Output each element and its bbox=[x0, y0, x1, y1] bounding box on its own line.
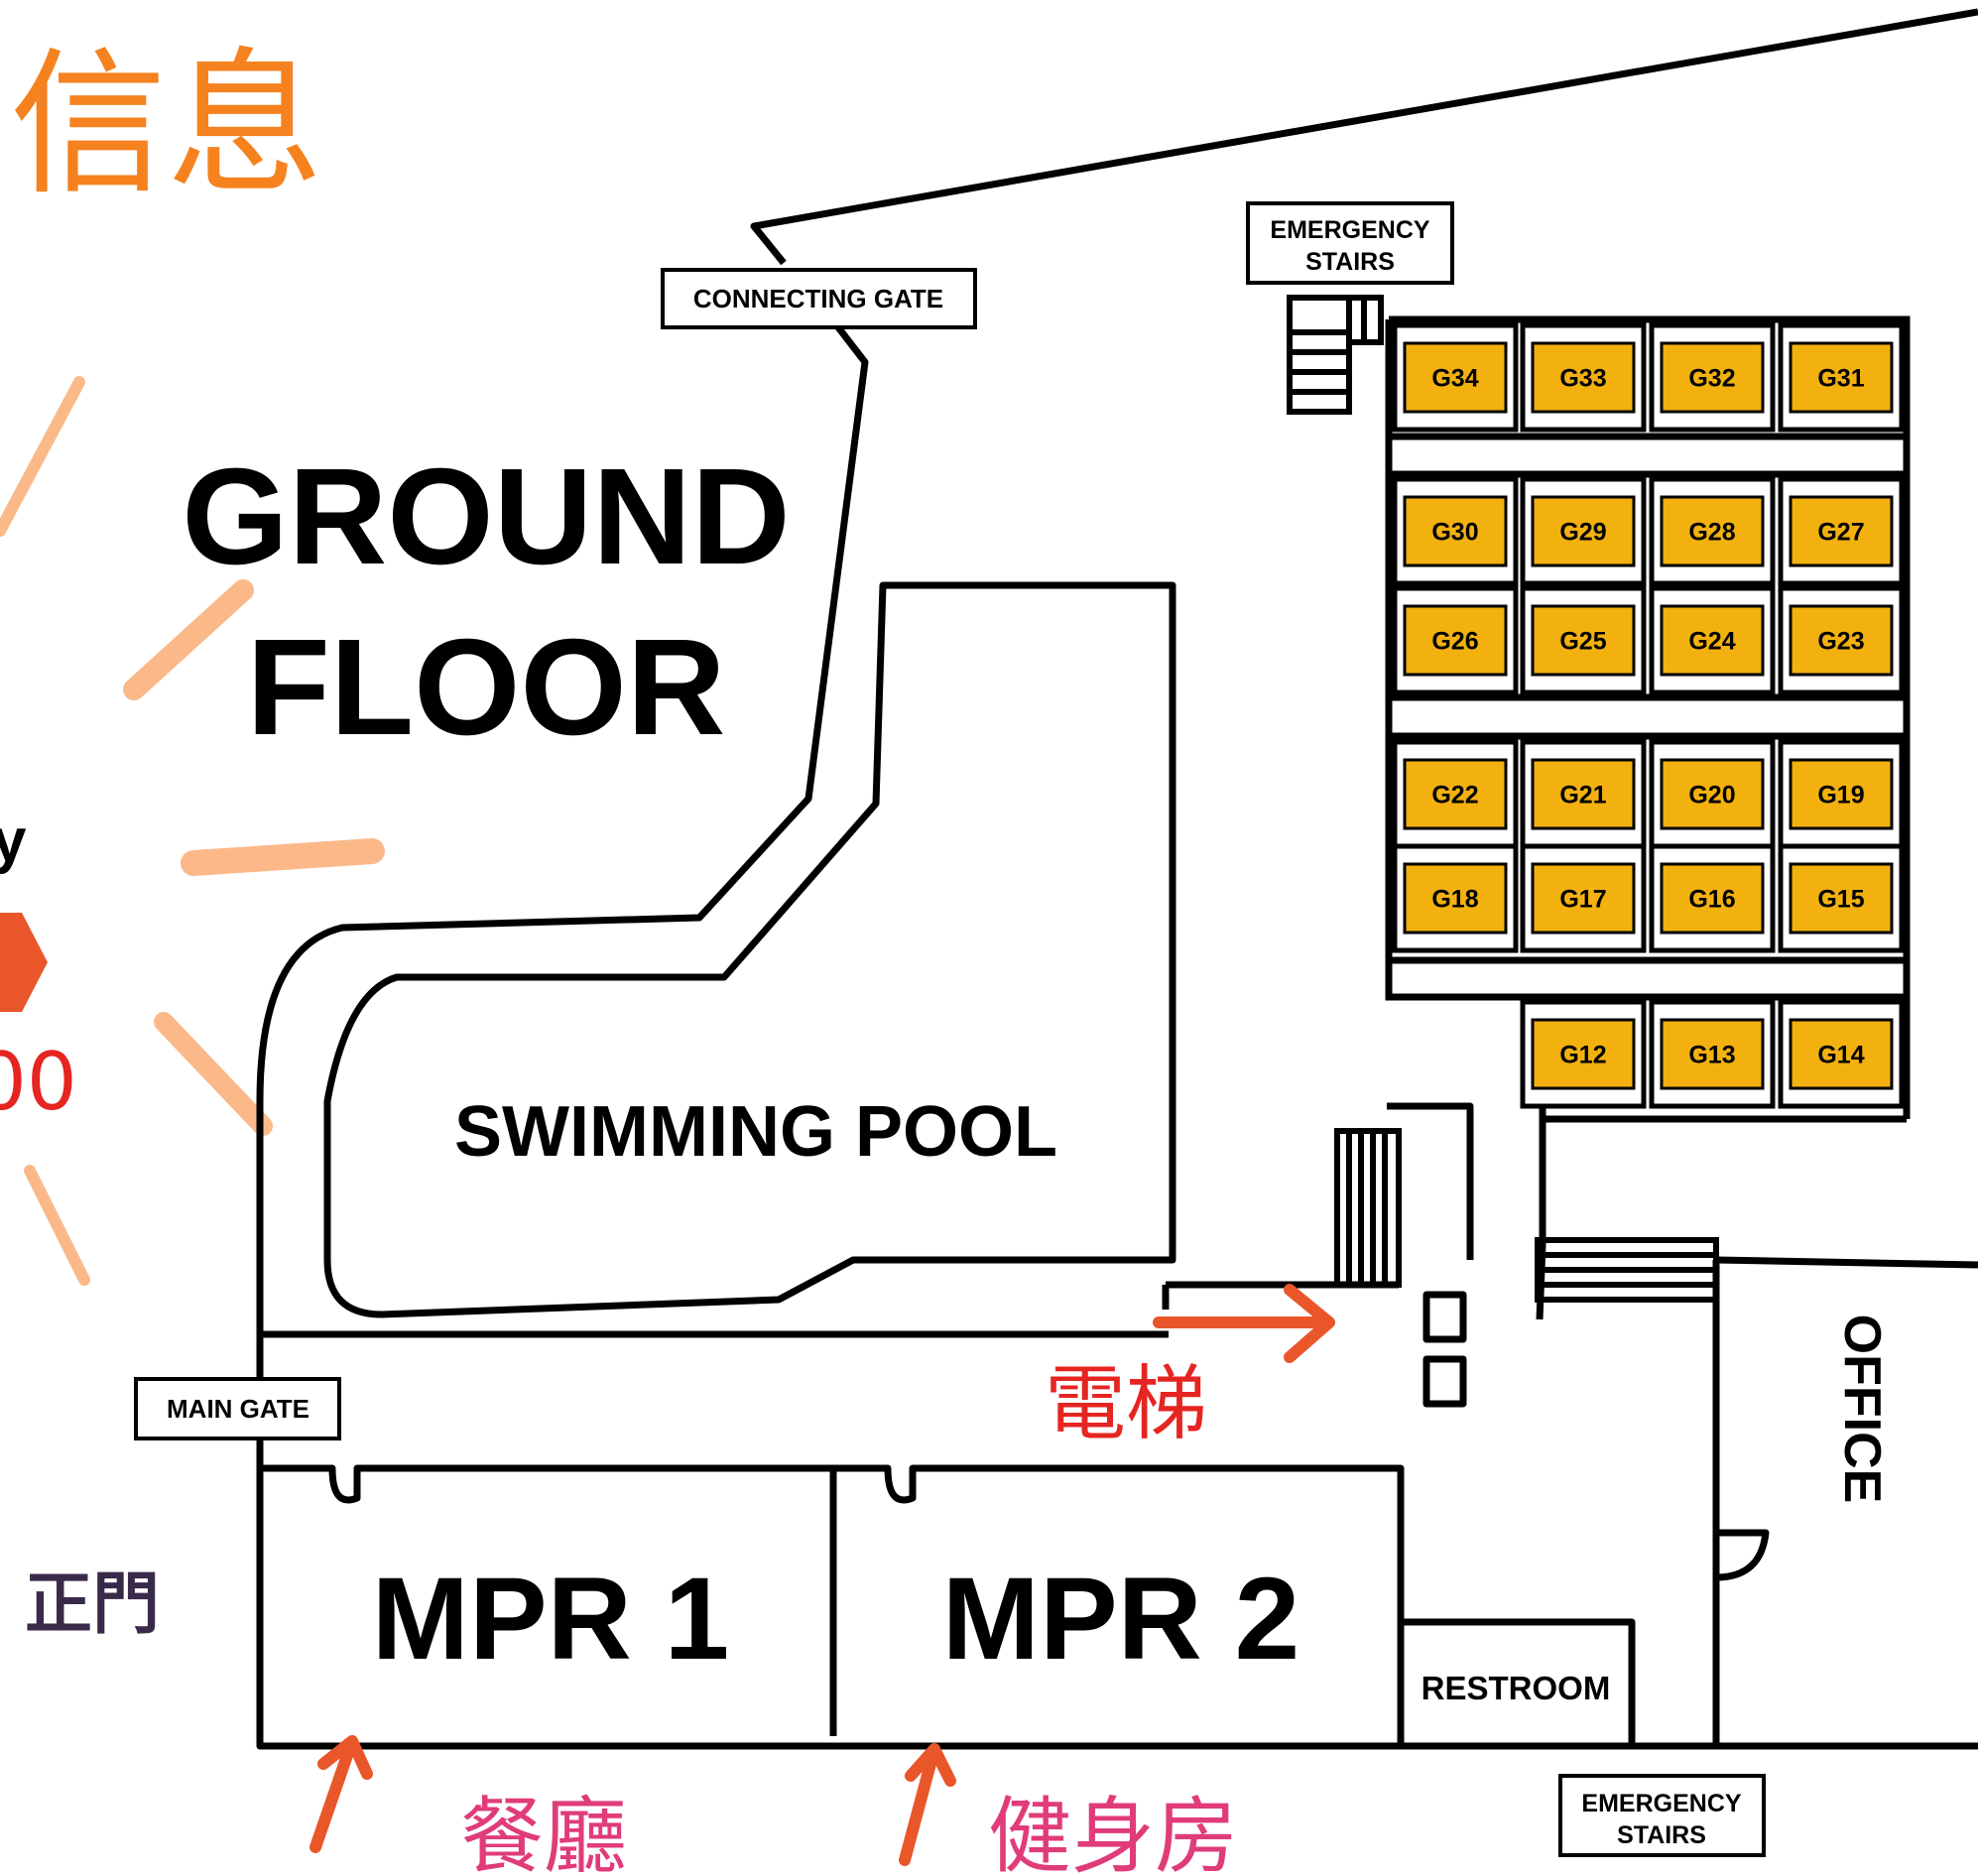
unit-label-g27: G27 bbox=[1817, 519, 1864, 547]
unit-box-g30 bbox=[1403, 495, 1508, 567]
unit-label-g30: G30 bbox=[1431, 519, 1478, 547]
emergency-stairs-sign-top: EMERGENCY STAIRS bbox=[1246, 201, 1454, 285]
unit-box-g27 bbox=[1789, 495, 1894, 567]
left-fragment-letter: y bbox=[0, 807, 27, 875]
unit-label-g16: G16 bbox=[1688, 886, 1735, 914]
mpr2-label: MPR 2 bbox=[942, 1554, 1300, 1685]
office-label: OFFICE bbox=[1833, 1314, 1891, 1504]
left-fragment-number: 00 bbox=[0, 1036, 77, 1128]
unit-label-g17: G17 bbox=[1559, 886, 1606, 914]
connecting-gate-sign: CONNECTING GATE bbox=[661, 268, 977, 329]
unit-label-g33: G33 bbox=[1559, 365, 1606, 393]
unit-box-g24 bbox=[1660, 604, 1765, 677]
entrance-label: 正門 bbox=[25, 1565, 160, 1644]
unit-box-g12 bbox=[1531, 1018, 1636, 1090]
dining-arrow bbox=[309, 1735, 373, 1853]
connecting-gate-label: CONNECTING GATE bbox=[693, 284, 943, 313]
gym-arrow bbox=[899, 1743, 956, 1866]
unit-label-g21: G21 bbox=[1559, 782, 1606, 810]
main-gate-label: MAIN GATE bbox=[167, 1394, 309, 1424]
unit-box-g17 bbox=[1531, 862, 1636, 935]
unit-box-g23 bbox=[1789, 604, 1894, 677]
unit-box-g21 bbox=[1531, 758, 1636, 830]
unit-label-g28: G28 bbox=[1688, 519, 1735, 547]
unit-label-g13: G13 bbox=[1688, 1042, 1735, 1069]
unit-box-g14 bbox=[1789, 1018, 1894, 1090]
unit-box-g22 bbox=[1403, 758, 1508, 830]
unit-label-g22: G22 bbox=[1431, 782, 1478, 810]
unit-box-g19 bbox=[1789, 758, 1894, 830]
elevator-label: 電梯 bbox=[1045, 1357, 1207, 1451]
emergency-stairs-bottom-line2: STAIRS bbox=[1617, 1821, 1706, 1849]
page-title: 信息 bbox=[10, 34, 323, 216]
mpr1-label: MPR 1 bbox=[372, 1554, 730, 1685]
unit-box-g16 bbox=[1660, 862, 1765, 935]
decorative-strokes bbox=[0, 376, 385, 1286]
unit-label-g29: G29 bbox=[1559, 519, 1606, 547]
emergency-stairs-bottom-line1: EMERGENCY bbox=[1581, 1790, 1741, 1817]
unit-box-g33 bbox=[1531, 341, 1636, 414]
orange-arrow-fragment bbox=[0, 913, 48, 1012]
main-gate-sign: MAIN GATE bbox=[134, 1377, 341, 1440]
units-block bbox=[1385, 315, 1911, 1123]
emergency-stairs-top-icon bbox=[1287, 295, 1384, 415]
unit-box-g31 bbox=[1789, 341, 1894, 414]
unit-label-g19: G19 bbox=[1817, 782, 1864, 810]
floor-title-line2: FLOOR bbox=[247, 611, 726, 764]
unit-box-g13 bbox=[1660, 1018, 1765, 1090]
building-walls bbox=[256, 8, 1978, 1750]
unit-label-g15: G15 bbox=[1817, 886, 1864, 914]
unit-label-g31: G31 bbox=[1817, 365, 1864, 393]
unit-box-g25 bbox=[1531, 604, 1636, 677]
annotation-arrows bbox=[309, 1284, 1335, 1866]
unit-box-g20 bbox=[1660, 758, 1765, 830]
unit-box-g29 bbox=[1531, 495, 1636, 567]
restroom-label: RESTROOM bbox=[1422, 1670, 1611, 1706]
emergency-stairs-top-line1: EMERGENCY bbox=[1270, 216, 1429, 244]
elevator-arrow bbox=[1153, 1284, 1335, 1363]
unit-label-g12: G12 bbox=[1559, 1042, 1606, 1069]
floor-title-line1: GROUND bbox=[182, 440, 790, 593]
unit-box-g18 bbox=[1403, 862, 1508, 935]
stairs-elevator-steps bbox=[1334, 1128, 1719, 1303]
emergency-stairs-sign-bottom: EMERGENCY STAIRS bbox=[1558, 1774, 1766, 1857]
unit-label-g18: G18 bbox=[1431, 886, 1478, 914]
unit-label-g14: G14 bbox=[1817, 1042, 1864, 1069]
emergency-stairs-top-line2: STAIRS bbox=[1305, 248, 1395, 276]
unit-box-g32 bbox=[1660, 341, 1765, 414]
unit-label-g20: G20 bbox=[1688, 782, 1735, 810]
unit-label-g32: G32 bbox=[1688, 365, 1735, 393]
swimming-pool-label: SWIMMING POOL bbox=[454, 1092, 1057, 1172]
unit-label-g23: G23 bbox=[1817, 628, 1864, 656]
unit-box-g34 bbox=[1403, 341, 1508, 414]
unit-label-g26: G26 bbox=[1431, 628, 1478, 656]
unit-box-g15 bbox=[1789, 862, 1894, 935]
unit-label-g25: G25 bbox=[1559, 628, 1606, 656]
unit-label-g34: G34 bbox=[1431, 365, 1478, 393]
dining-label: 餐廳 bbox=[460, 1788, 627, 1876]
unit-label-g24: G24 bbox=[1688, 628, 1735, 656]
gym-label: 健身房 bbox=[988, 1788, 1238, 1876]
unit-box-g26 bbox=[1403, 604, 1508, 677]
unit-box-g28 bbox=[1660, 495, 1765, 567]
